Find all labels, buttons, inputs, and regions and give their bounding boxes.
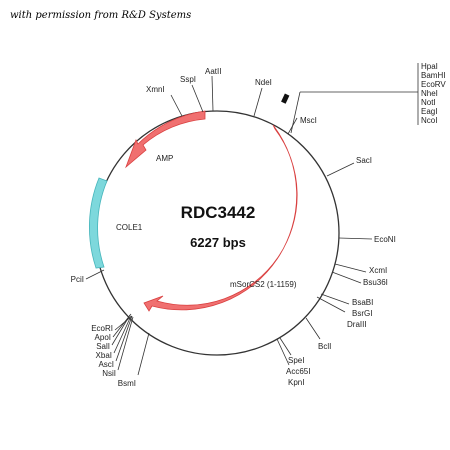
site-label-kpni: KpnI: [288, 378, 304, 387]
site-label-draiii: DraIII: [347, 320, 367, 329]
site-label-msci: MscI: [300, 116, 317, 125]
site-label-apoi: ApoI: [95, 333, 111, 342]
site-label-xcmi: XcmI: [369, 266, 387, 275]
feature-label-msorcs2: mSorCS2 (1-1159): [230, 280, 297, 289]
site-label-xmni: XmnI: [146, 85, 165, 94]
restriction-site-labels: AatII SspI XmnI NdeI MscI HpaI BamHI Eco…: [71, 62, 447, 388]
amp-feature-arrow: [125, 110, 206, 169]
site-label-spei: SpeI: [288, 356, 304, 365]
site-label-noti: NotI: [421, 98, 436, 107]
plasmid-size: 6227 bps: [190, 235, 246, 250]
msorcs2-feature-arrow: [143, 124, 298, 312]
site-label-ncoi: NcoI: [421, 116, 437, 125]
site-label-pcii: PciI: [71, 275, 84, 284]
site-label-hpai: HpaI: [421, 62, 438, 71]
site-label-ecori: EcoRI: [91, 324, 113, 333]
site-label-sali: SalI: [96, 342, 110, 351]
plasmid-backbone: [94, 110, 340, 356]
site-label-econi: EcoNI: [374, 235, 396, 244]
site-label-bsmi: BsmI: [118, 379, 136, 388]
restriction-site-ticks: [85, 75, 418, 376]
site-label-aatii: AatII: [205, 67, 221, 76]
site-label-asci: AscI: [98, 360, 114, 369]
site-label-sspi: SspI: [180, 75, 196, 84]
site-label-acc65i: Acc65I: [286, 367, 310, 376]
feature-label-amp: AMP: [156, 154, 173, 163]
site-label-nhei: NheI: [421, 89, 438, 98]
permission-credit: with permission from R&D Systems: [10, 10, 192, 21]
site-label-bamhi: BamHI: [421, 71, 445, 80]
site-label-bsabi: BsaBI: [352, 298, 373, 307]
site-label-ndei: NdeI: [255, 78, 272, 87]
plasmid-name: RDC3442: [181, 203, 256, 222]
site-label-saci: SacI: [356, 156, 372, 165]
site-label-bsrgi: BsrGI: [352, 309, 372, 318]
site-label-xbai: XbaI: [96, 351, 112, 360]
site-label-bcli: BclI: [318, 342, 331, 351]
site-label-ecorv: EcoRV: [421, 80, 446, 89]
cole1-feature: [89, 177, 108, 269]
feature-label-cole1: COLE1: [116, 223, 143, 232]
site-label-eagi: EagI: [421, 107, 437, 116]
site-label-bsu36i: Bsu36I: [363, 278, 388, 287]
site-label-nsii: NsiI: [102, 369, 116, 378]
